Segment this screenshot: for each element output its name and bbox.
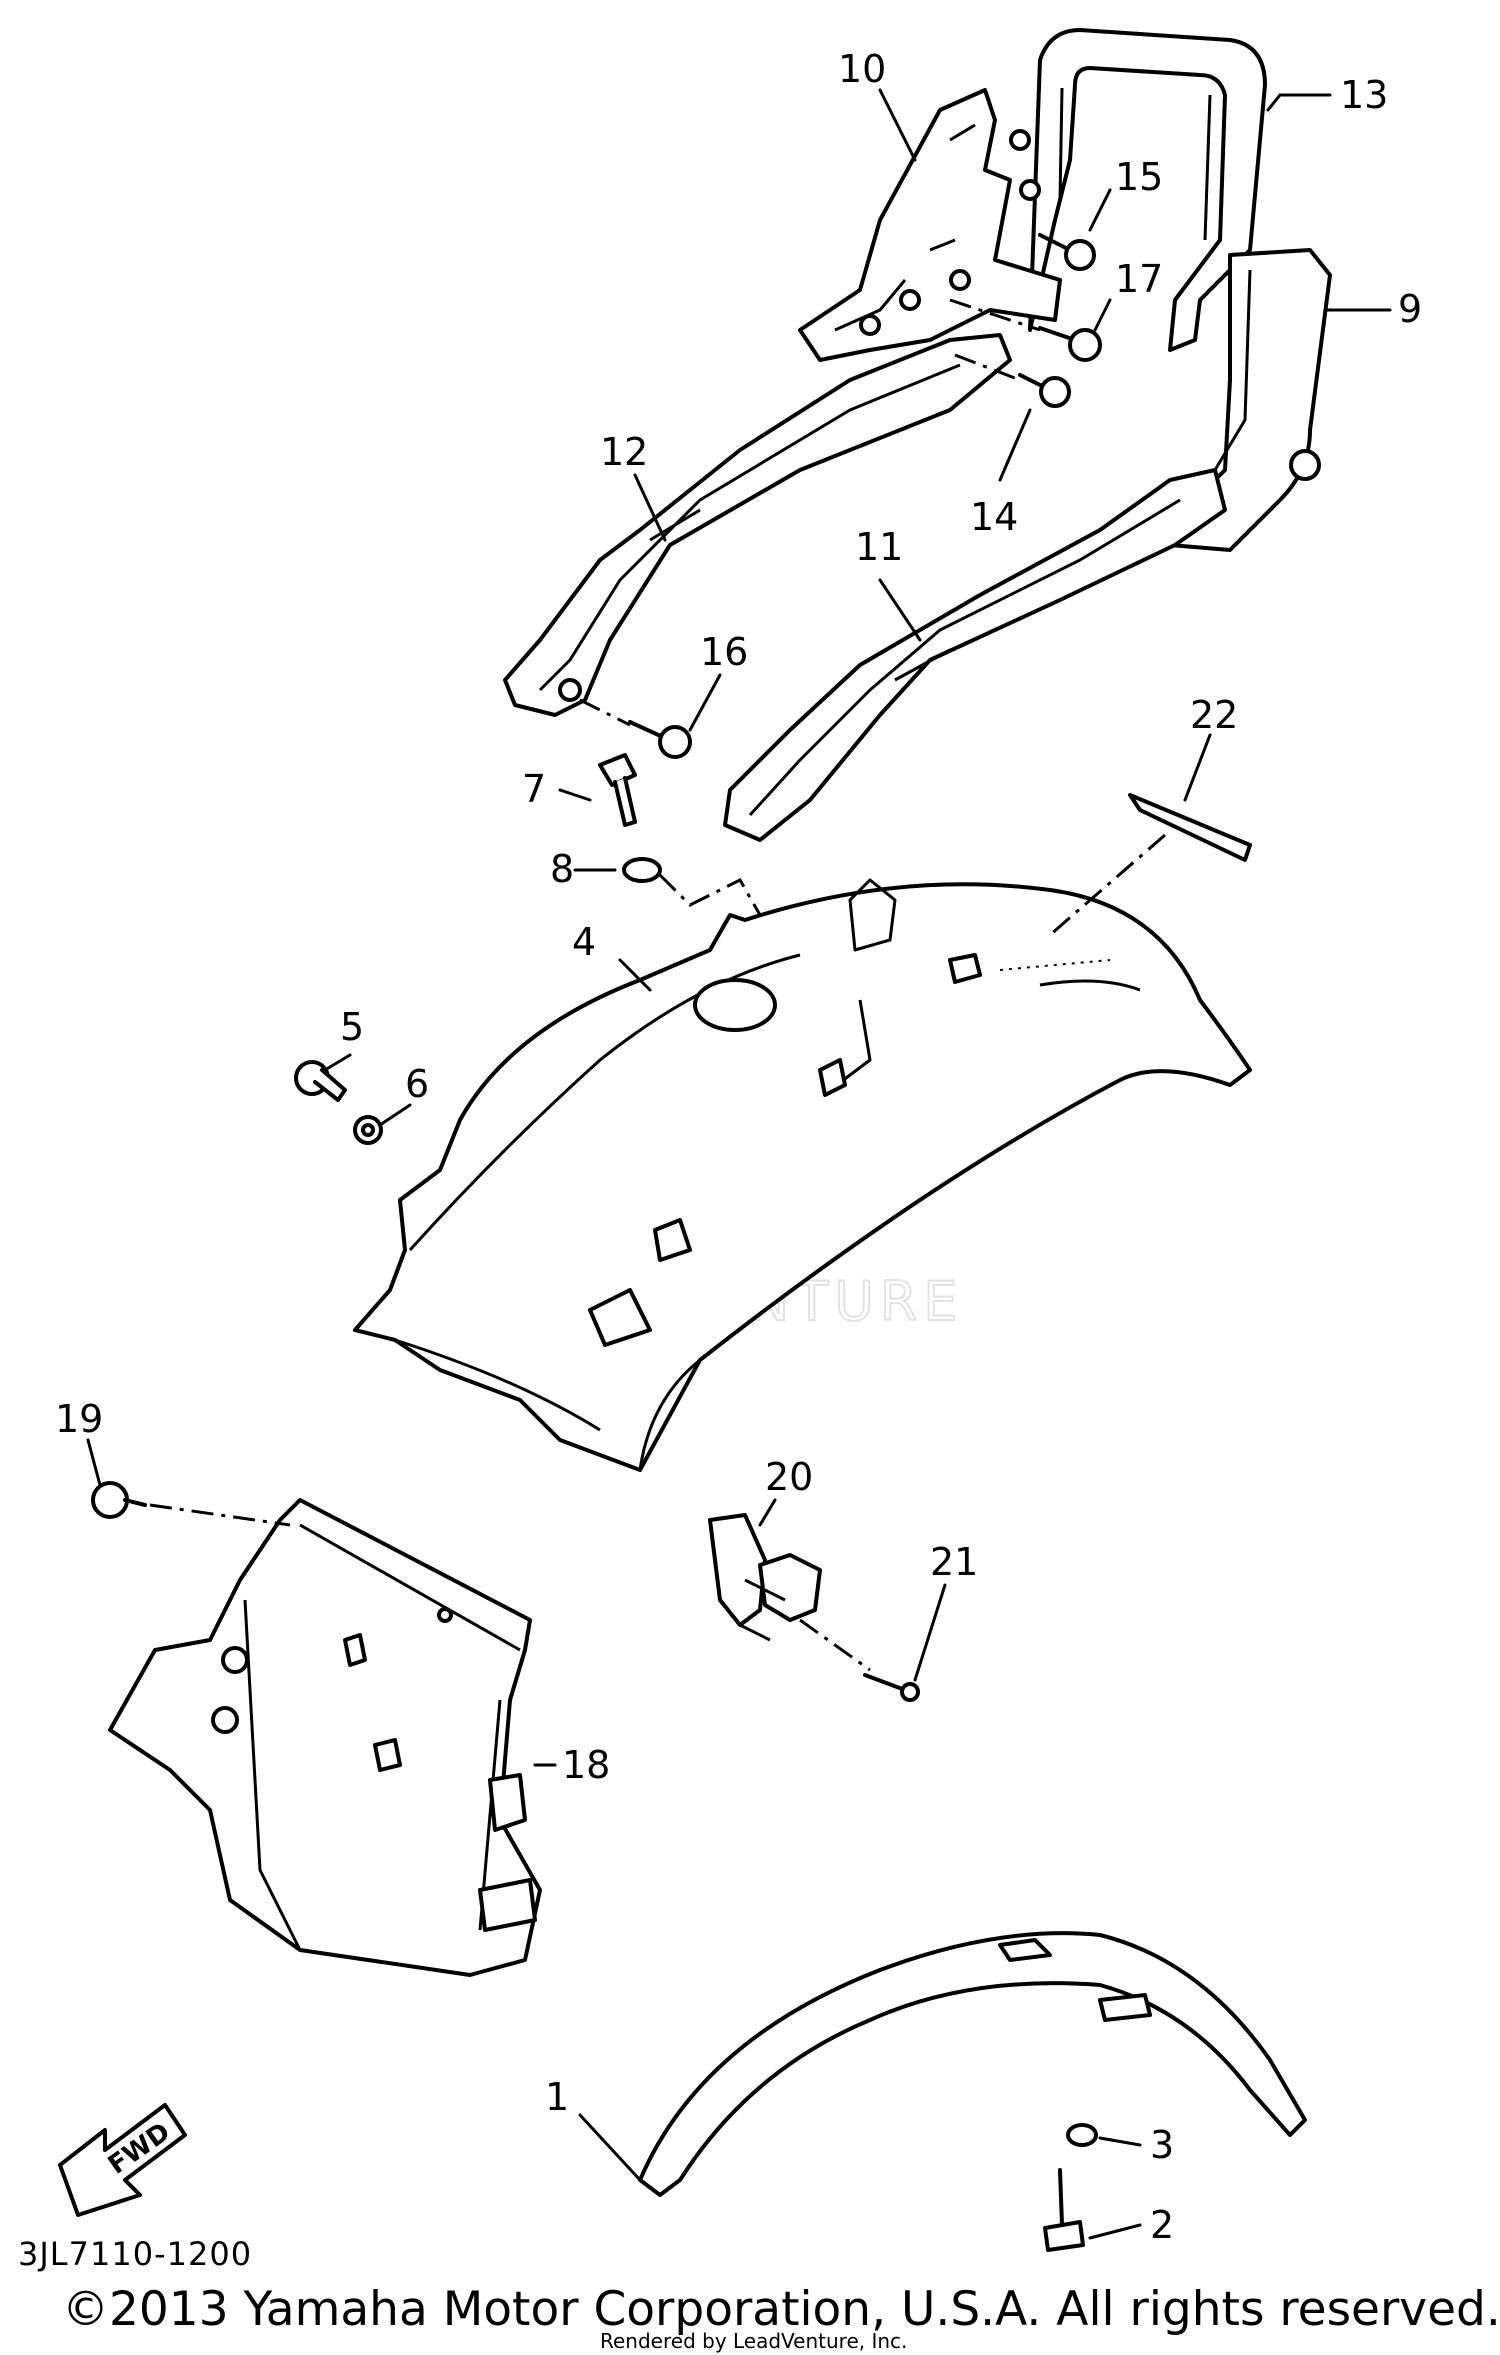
rendered-by: Rendered by LeadVenture, Inc. <box>600 2329 907 2353</box>
label-18: 18 <box>562 1743 610 1787</box>
bolt-17[interactable] <box>949 298 1102 362</box>
side-rail-right[interactable] <box>723 468 1227 842</box>
label-1: 1 <box>545 2075 569 2119</box>
label-5: 5 <box>340 1005 364 1049</box>
label-11: 11 <box>855 525 903 569</box>
label-20: 20 <box>765 1455 813 1499</box>
side-rail-left[interactable] <box>503 333 1012 717</box>
label-17: 17 <box>1115 257 1163 301</box>
part-code: 3JL7110-1200 <box>18 2235 252 2273</box>
inner-fender[interactable] <box>108 1498 542 1977</box>
copyright-notice: ©2013 Yamaha Motor Corporation, U.S.A. A… <box>62 2282 1500 2337</box>
bolt-7[interactable] <box>598 753 637 827</box>
washer-6[interactable] <box>353 1115 383 1145</box>
fwd-arrow-icon: FWD <box>58 2103 187 2217</box>
label-12: 12 <box>600 430 648 474</box>
bolt-2[interactable] <box>1043 2168 1085 2252</box>
screw-21[interactable] <box>799 1618 920 1702</box>
label-9: 9 <box>1398 287 1422 331</box>
label-7: 7 <box>522 767 546 811</box>
label-10: 10 <box>838 47 886 91</box>
label-8: 8 <box>550 847 574 891</box>
label-14: 14 <box>970 495 1018 539</box>
label-2: 2 <box>1150 2203 1174 2247</box>
label-21: 21 <box>930 1540 978 1584</box>
leader-lines <box>86 88 1392 2240</box>
front-fender[interactable] <box>638 1931 1307 2197</box>
bracket-left[interactable] <box>798 88 1062 362</box>
decal[interactable] <box>1128 793 1252 862</box>
clip-3[interactable] <box>1066 2123 1098 2147</box>
label-13: 13 <box>1340 73 1388 117</box>
label-6: 6 <box>405 1062 429 1106</box>
bolt-15[interactable] <box>1038 233 1096 271</box>
bolt-14[interactable] <box>954 353 1071 408</box>
bolt-5[interactable] <box>294 1060 347 1102</box>
label-19: 19 <box>55 1397 103 1441</box>
label-22: 22 <box>1190 693 1238 737</box>
light-holder[interactable] <box>708 1513 822 1642</box>
label-15: 15 <box>1115 155 1163 199</box>
label-16: 16 <box>700 630 748 674</box>
label-3: 3 <box>1150 2123 1174 2167</box>
part-labels: 10 13 15 17 9 12 14 11 16 22 7 8 4 5 6 1… <box>55 47 1422 2247</box>
rear-fender[interactable] <box>353 878 1252 1472</box>
bolt-19[interactable] <box>91 1481 291 1527</box>
grab-bar-handle[interactable] <box>1028 28 1267 352</box>
nut-8[interactable] <box>622 857 762 916</box>
bolt-16[interactable] <box>579 698 692 759</box>
label-4: 4 <box>572 920 596 964</box>
